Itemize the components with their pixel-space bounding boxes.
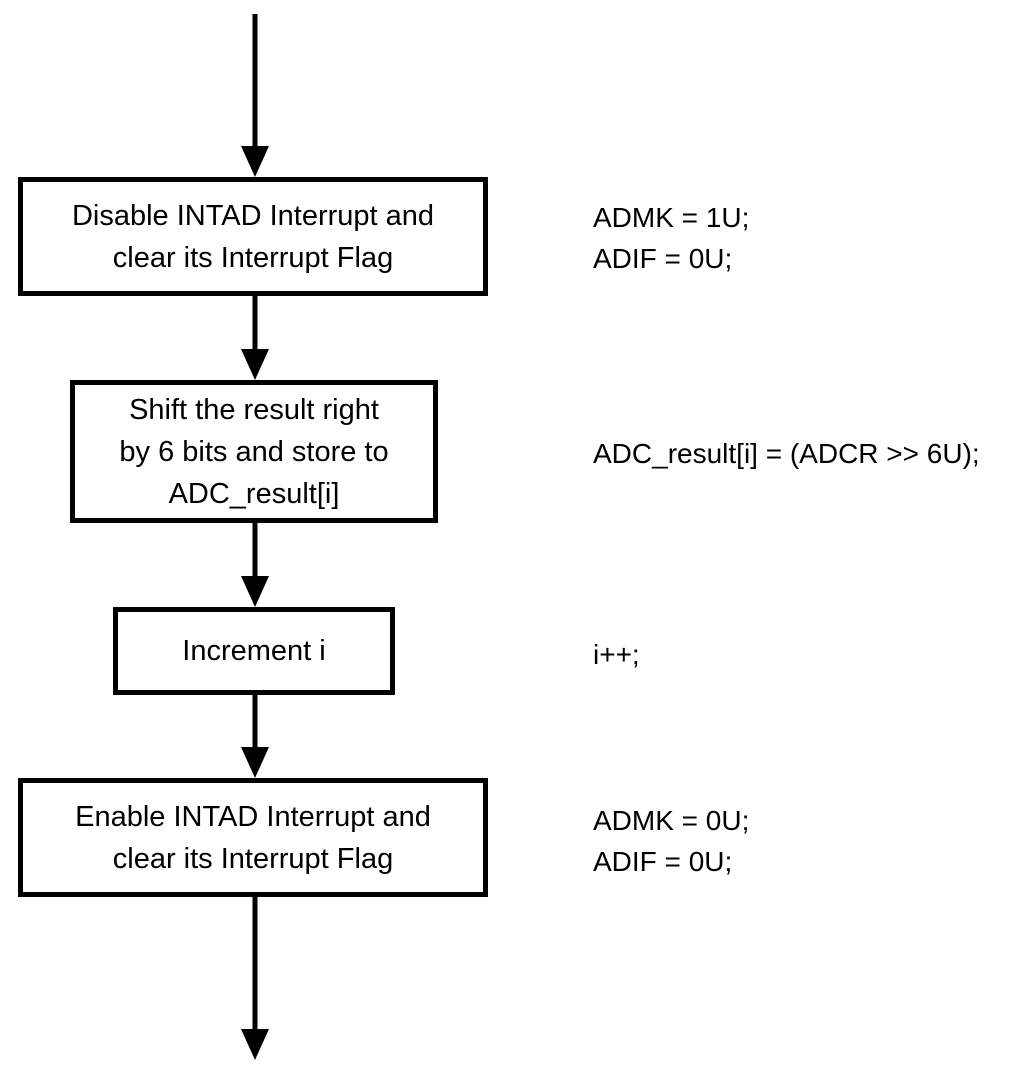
flow-box-label-line: clear its Interrupt Flag xyxy=(112,241,394,274)
flow-box-label-line: Increment i xyxy=(182,635,326,667)
flow-box-label-line: ADC_result[i] xyxy=(168,477,340,510)
code-line: ADMK = 1U; xyxy=(593,202,750,233)
code-line: ADC_result[i] = (ADCR >> 6U); xyxy=(593,438,980,469)
flow-box-label-line: Enable INTAD Interrupt and xyxy=(75,800,431,833)
code-line: ADMK = 0U; xyxy=(593,805,750,836)
flow-box-label-line: Shift the result right xyxy=(129,393,379,426)
flow-box-increment-i: Increment i xyxy=(113,607,395,695)
code-line: i++; xyxy=(593,639,640,670)
code-line: ADIF = 0U; xyxy=(593,243,733,274)
entry-arrow-down-icon xyxy=(241,14,269,177)
arrow-shift-to-increment-icon xyxy=(241,523,269,607)
code-annotation-shift: ADC_result[i] = (ADCR >> 6U); xyxy=(593,433,980,474)
flow-box-label-line: Disable INTAD Interrupt and xyxy=(71,199,435,232)
flow-box-disable-interrupt: Disable INTAD Interrupt and clear its In… xyxy=(18,177,488,296)
arrow-disable-to-shift-icon xyxy=(241,296,269,380)
code-line: ADIF = 0U; xyxy=(593,846,733,877)
flow-box-label-line: clear its Interrupt Flag xyxy=(112,842,394,875)
arrow-increment-to-enable-icon xyxy=(241,695,269,778)
flow-box-shift-result: Shift the result right by 6 bits and sto… xyxy=(70,380,438,523)
code-annotation-increment: i++; xyxy=(593,634,640,675)
flow-box-label-line: by 6 bits and store to xyxy=(119,435,389,468)
code-annotation-disable: ADMK = 1U; ADIF = 0U; xyxy=(593,197,749,279)
flow-box-enable-interrupt: Enable INTAD Interrupt and clear its Int… xyxy=(18,778,488,897)
exit-arrow-down-icon xyxy=(241,897,269,1060)
code-annotation-enable: ADMK = 0U; ADIF = 0U; xyxy=(593,800,749,882)
